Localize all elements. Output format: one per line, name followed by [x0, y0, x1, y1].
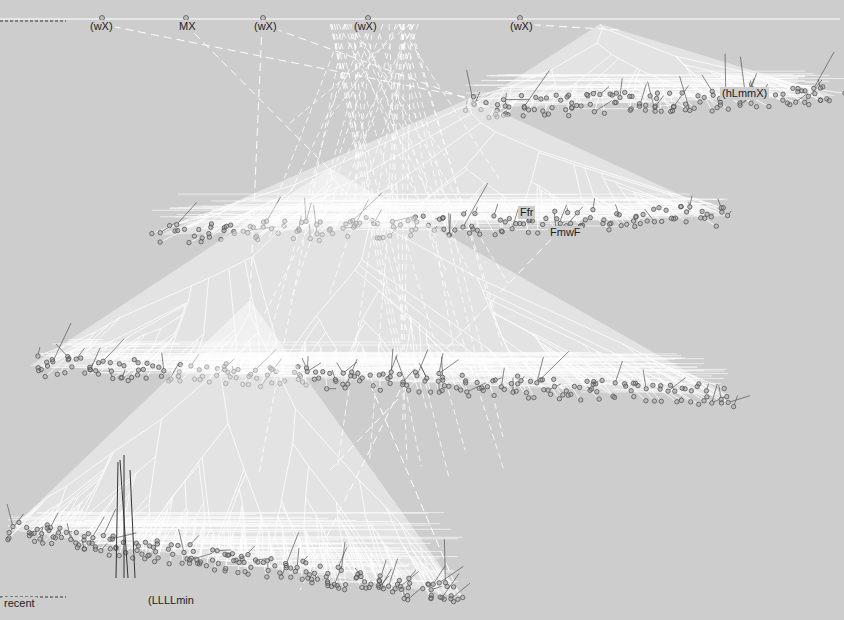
taxon-label: recent	[2, 597, 37, 610]
dark-branch	[38, 323, 750, 407]
taxon-label: (hLmmX)	[720, 87, 769, 100]
time-axis-top	[0, 21, 66, 22]
tip-markers	[463, 85, 844, 120]
tip-markers	[36, 354, 736, 409]
taxon-label: (wX)	[88, 20, 115, 33]
tree-branches	[8, 300, 463, 602]
taxon-label: MX	[177, 20, 198, 33]
root-line	[0, 19, 840, 20]
taxon-label: (wX)	[252, 20, 279, 33]
taxon-label: (wX)	[508, 20, 535, 33]
dark-lineage	[116, 455, 135, 578]
dark-branch	[466, 52, 834, 112]
taxon-label: (wX)	[352, 20, 379, 33]
tip-markers	[6, 520, 465, 604]
taxon-label: (LLLLmin	[146, 594, 196, 607]
taxon-label: FmwF	[548, 226, 583, 239]
taxon-label: Ffr	[518, 206, 535, 219]
